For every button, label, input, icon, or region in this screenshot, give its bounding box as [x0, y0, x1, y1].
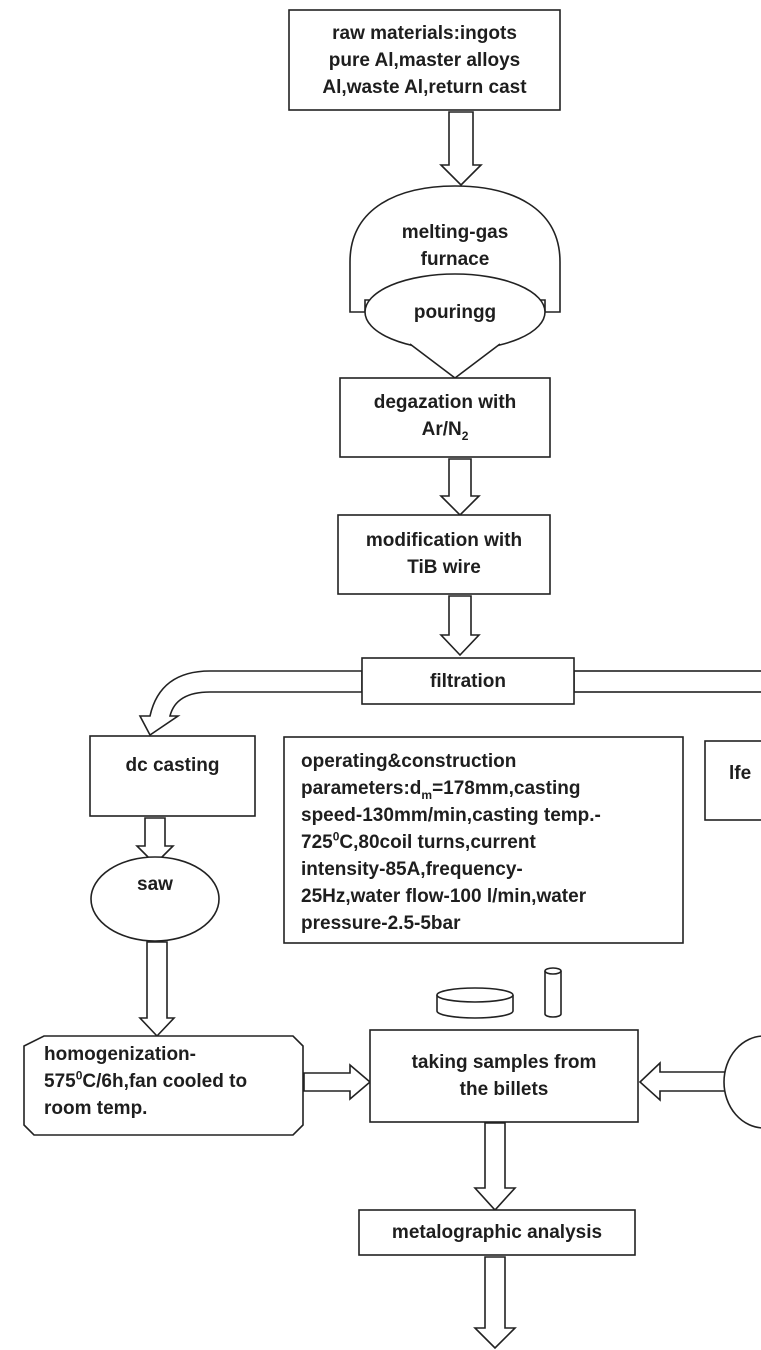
- homogenization-label: homogenization- 5750C/6h,fan cooled to r…: [44, 1044, 248, 1119]
- partial-right-circle: [723, 1035, 761, 1129]
- saw-ellipse: [90, 856, 220, 942]
- arrow-modification-to-filtration: [439, 595, 481, 657]
- partial-right-label: lfe: [729, 763, 752, 784]
- taking-samples-box: [369, 1029, 639, 1123]
- dc-casting-label: dc casting: [125, 755, 220, 776]
- billet-disc-top: [436, 987, 514, 1003]
- pipe-left-to-dc-casting: [138, 670, 363, 737]
- raw-materials-box: [288, 9, 561, 111]
- pipe-right: [573, 670, 761, 693]
- modification-box: [337, 514, 551, 595]
- metalographic-label: metalographic analysis: [391, 1222, 603, 1243]
- arrow-homogenization-to-samples: [303, 1063, 372, 1101]
- degazation-label: degazation with Ar/N2: [373, 392, 517, 443]
- modification-label: modification with TiB wire: [365, 530, 523, 578]
- saw-label: saw: [137, 874, 173, 895]
- degazation-box: [339, 377, 551, 458]
- filtration-box: [361, 657, 575, 705]
- arrow-metalographic-down: [473, 1256, 517, 1350]
- arrow-saw-to-homogenization: [138, 941, 176, 1038]
- partial-right-box: [704, 740, 761, 821]
- billet-rod-icon: [544, 971, 562, 1018]
- melting-furnace-label: melting-gas furnace: [401, 222, 509, 270]
- taking-samples-label: taking samples from the billets: [411, 1052, 597, 1100]
- arrow-dc-casting-to-saw: [135, 817, 175, 866]
- filtration-label: filtration: [430, 671, 506, 692]
- pouring-funnel: [409, 343, 501, 380]
- billet-rod-top: [544, 967, 562, 975]
- raw-materials-label: raw materials:ingots pure Al,master allo…: [322, 23, 527, 98]
- arrow-samples-to-metalographic: [473, 1122, 517, 1212]
- arrow-raw-to-melting: [439, 111, 483, 187]
- parameters-label: operating&construction parameters:dm=178…: [301, 751, 601, 934]
- pouring-label: pouringg: [413, 302, 497, 323]
- homogenization-box: [23, 1035, 304, 1136]
- metalographic-box: [358, 1209, 636, 1256]
- arrow-degazation-to-modification: [439, 458, 481, 517]
- parameters-box: [283, 736, 684, 944]
- dc-casting-box: [89, 735, 256, 817]
